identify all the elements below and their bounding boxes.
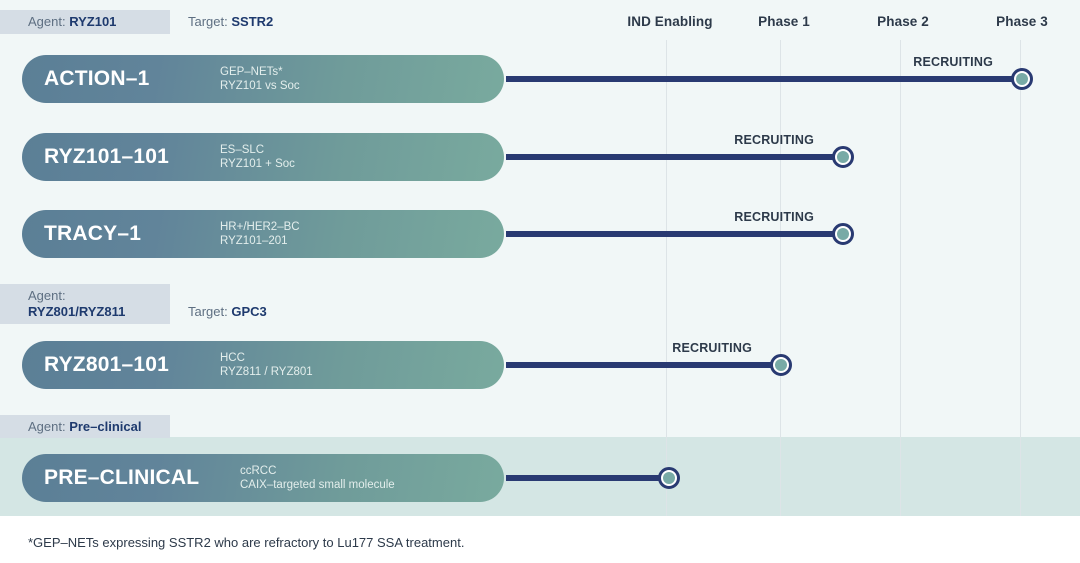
gridline-phase-3: [1020, 40, 1021, 516]
program-indication: GEP–NETs*: [220, 66, 283, 78]
program-name: RYZ801–101: [44, 353, 169, 376]
agent-badge-ryz101: Agent: RYZ101: [0, 10, 170, 34]
agent-value: Pre–clinical: [69, 418, 142, 434]
program-indication: ES–SLC: [220, 144, 265, 156]
program-meta: GEP–NETs* RYZ101 vs Soc: [220, 65, 300, 93]
program-meta: HR+/HER2–BC RYZ101–201: [220, 220, 300, 248]
program-detail: RYZ101 vs Soc: [220, 80, 300, 92]
program-name: RYZ101–101: [44, 145, 169, 168]
program-name: TRACY–1: [44, 222, 142, 245]
program-capsule-pre-clinical[interactable]: PRE–CLINICAL ccRCC CAIX–targeted small m…: [22, 454, 504, 502]
program-capsule-tracy-1[interactable]: TRACY–1 HR+/HER2–BC RYZ101–201: [22, 210, 504, 258]
progress-track-ryz801-101: [506, 362, 782, 368]
target-value: SSTR2: [231, 14, 274, 29]
program-indication: HR+/HER2–BC: [220, 221, 300, 233]
program-detail: CAIX–targeted small molecule: [240, 479, 395, 491]
agent-badge-text: Agent: RYZ801/RYZ811: [28, 288, 125, 320]
phase-header-phase-1: Phase 1: [758, 14, 810, 29]
agent-value: RYZ801/RYZ811: [28, 304, 126, 319]
progress-endpoint-pre-clinical[interactable]: [658, 467, 680, 489]
program-meta: ES–SLC RYZ101 + Soc: [220, 143, 295, 171]
progress-track-ryz101-101: [506, 154, 844, 160]
program-capsule-ryz101-101[interactable]: RYZ101–101 ES–SLC RYZ101 + Soc: [22, 133, 504, 181]
phase-header-phase-3: Phase 3: [996, 14, 1048, 29]
program-capsule-ryz801-101[interactable]: RYZ801–101 HCC RYZ811 / RYZ801: [22, 341, 504, 389]
progress-track-pre-clinical: [506, 475, 670, 481]
program-name: PRE–CLINICAL: [44, 466, 200, 489]
progress-track-tracy-1: [506, 231, 844, 237]
agent-value: RYZ101: [69, 14, 117, 29]
program-indication: HCC: [220, 352, 245, 364]
target-text-gpc3: Target: GPC3: [188, 304, 267, 320]
target-label: Target:: [188, 304, 232, 319]
progress-endpoint-ryz101-101[interactable]: [832, 146, 854, 168]
progress-track-action-1: [506, 76, 1023, 82]
agent-label: Agent:: [28, 418, 70, 434]
agent-badge-text: Agent: Pre–clinical: [28, 419, 141, 435]
agent-badge-pre-clinical: Agent: Pre–clinical: [0, 415, 170, 438]
gridline-phase-1: [780, 40, 781, 516]
gridline-phase-2: [900, 40, 901, 516]
agent-label: Agent:: [28, 288, 66, 303]
program-detail: RYZ811 / RYZ801: [220, 366, 313, 378]
status-badge-ryz801-101: RECRUITING: [672, 341, 752, 355]
program-indication: ccRCC: [240, 465, 277, 477]
progress-endpoint-tracy-1[interactable]: [832, 223, 854, 245]
progress-endpoint-ryz801-101[interactable]: [770, 354, 792, 376]
status-badge-action-1: RECRUITING: [913, 55, 993, 69]
agent-badge-ryz801-ryz811: Agent: RYZ801/RYZ811: [0, 284, 170, 324]
target-label: Target:: [188, 14, 232, 29]
program-capsule-action-1[interactable]: ACTION–1 GEP–NETs* RYZ101 vs Soc: [22, 55, 504, 103]
phase-header-phase-2: Phase 2: [877, 14, 929, 29]
agent-badge-text: Agent: RYZ101: [28, 14, 116, 30]
gridline-ind-enabling: [666, 40, 667, 516]
status-badge-tracy-1: RECRUITING: [734, 210, 814, 224]
target-text-sstr2: Target: SSTR2: [188, 14, 273, 30]
program-name: ACTION–1: [44, 67, 150, 90]
phase-header-ind-enabling: IND Enabling: [627, 14, 713, 29]
target-value: GPC3: [231, 304, 267, 319]
progress-endpoint-action-1[interactable]: [1011, 68, 1033, 90]
agent-label: Agent:: [28, 14, 70, 29]
program-detail: RYZ101 + Soc: [220, 158, 295, 170]
program-meta: HCC RYZ811 / RYZ801: [220, 351, 313, 379]
program-detail: RYZ101–201: [220, 235, 288, 247]
status-badge-ryz101-101: RECRUITING: [734, 133, 814, 147]
program-meta: ccRCC CAIX–targeted small molecule: [240, 464, 395, 492]
footnote-text: *GEP–NETs expressing SSTR2 who are refra…: [28, 535, 465, 550]
